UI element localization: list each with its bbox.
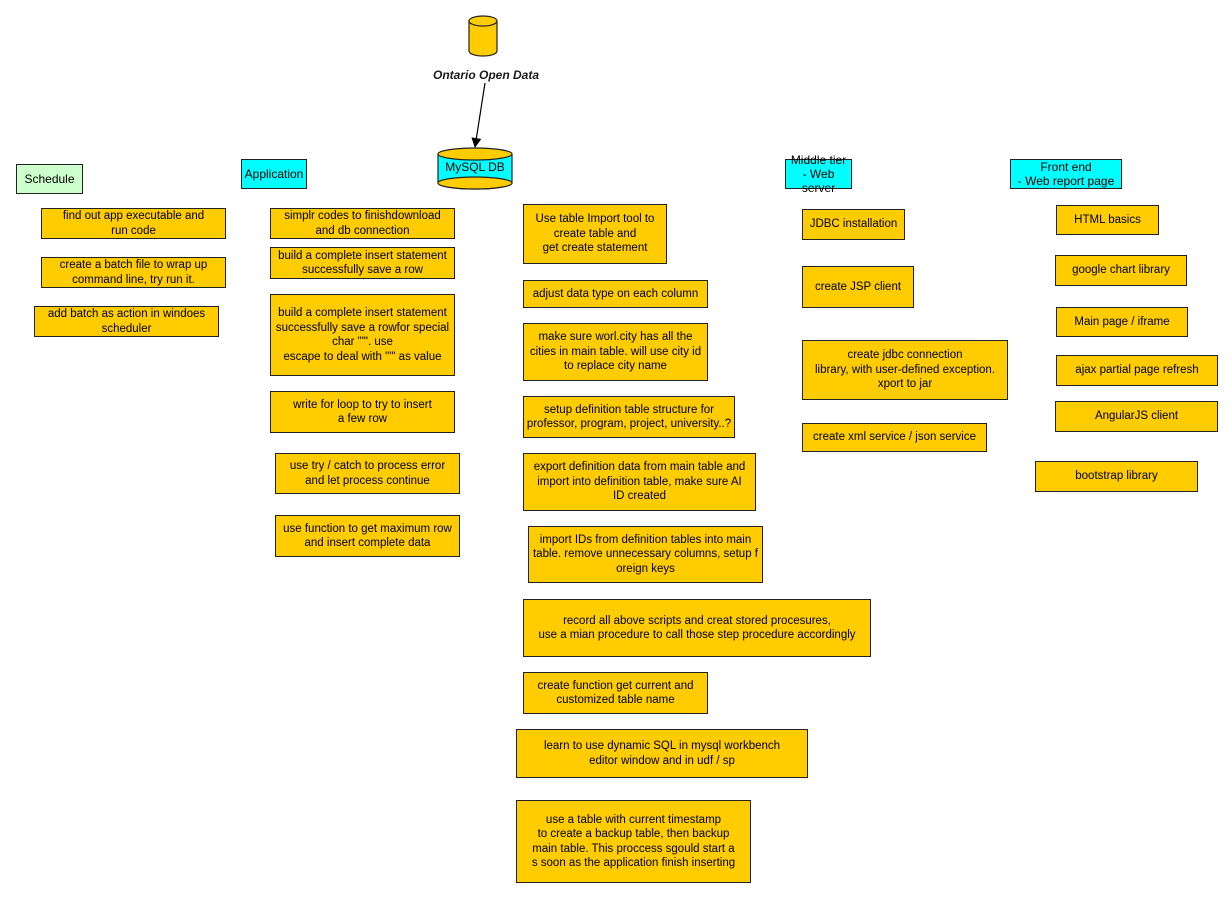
source-label: Ontario Open Data — [433, 68, 540, 82]
schedule-header: Schedule — [16, 164, 83, 194]
db-task: create function get current and customiz… — [523, 672, 708, 714]
db-task: import IDs from definition tables into m… — [528, 526, 763, 583]
middle-tier-task: create JSP client — [802, 266, 914, 308]
middle-tier-header: Middle tier - Web server — [785, 153, 852, 195]
source-database-icon — [468, 15, 498, 57]
front-end-header: Front end - Web report page — [1010, 159, 1122, 189]
db-task: record all above scripts and creat store… — [523, 599, 871, 657]
front-end-task: bootstrap library — [1035, 461, 1198, 492]
db-task: Use table Import tool to create table an… — [523, 204, 667, 264]
db-label: MySQL DB — [445, 160, 505, 174]
application-task: write for loop to try to insert a few ro… — [270, 391, 455, 433]
db-task: learn to use dynamic SQL in mysql workbe… — [516, 729, 808, 778]
db-task: use a table with current timestamp to cr… — [516, 800, 751, 883]
application-task: build a complete insert statement succes… — [270, 294, 455, 376]
front-end-task: Main page / iframe — [1056, 307, 1188, 337]
application-task: build a complete insert statement succes… — [270, 247, 455, 279]
application-task: simplr codes to finishdownload and db co… — [270, 208, 455, 239]
schedule-task: create a batch file to wrap up command l… — [41, 257, 226, 288]
data-flow-arrow — [471, 82, 486, 148]
middle-tier-task: JDBC installation — [802, 209, 905, 240]
mysql-database-icon — [437, 147, 513, 190]
front-end-task: AngularJS client — [1055, 401, 1218, 432]
schedule-task: find out app executable and run code — [41, 208, 226, 239]
front-end-task: ajax partial page refresh — [1056, 355, 1218, 386]
db-task: adjust data type on each column — [523, 280, 708, 308]
schedule-task: add batch as action in windoes scheduler — [34, 306, 219, 337]
db-task: setup definition table structure for pro… — [523, 396, 735, 438]
application-task: use function to get maximum row and inse… — [275, 515, 460, 557]
application-header: Application — [241, 159, 307, 189]
db-task: export definition data from main table a… — [523, 453, 756, 511]
middle-tier-task: create xml service / json service — [802, 423, 987, 452]
application-task: use try / catch to process error and let… — [275, 453, 460, 494]
middle-tier-task: create jdbc connection library, with use… — [802, 340, 1008, 400]
front-end-task: google chart library — [1055, 255, 1187, 286]
db-task: make sure worl.city has all the cities i… — [523, 323, 708, 381]
front-end-task: HTML basics — [1056, 205, 1159, 235]
